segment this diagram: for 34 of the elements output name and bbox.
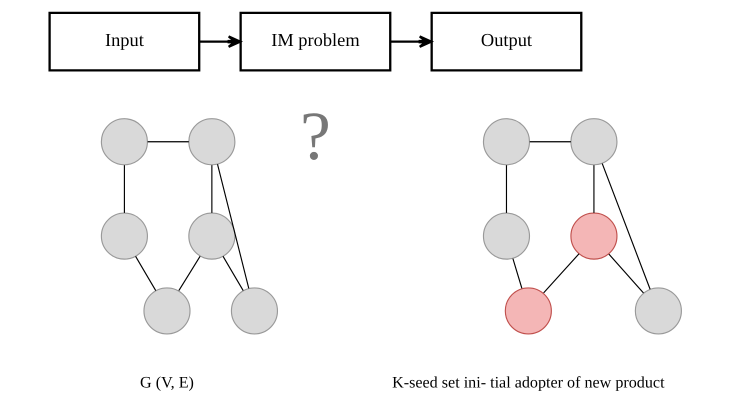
connector (148, 141, 189, 142)
connector (602, 163, 651, 290)
arrow (390, 35, 432, 48)
node-circle (504, 287, 552, 335)
connector (216, 164, 250, 288)
node-circle (634, 287, 682, 335)
node-circle (188, 118, 236, 166)
node-circle (570, 118, 618, 166)
label: K-seed set ini- tial adopter of new product (392, 374, 665, 392)
node-circle (100, 118, 148, 166)
connector (211, 165, 212, 213)
node-circle (482, 118, 530, 166)
connector (608, 254, 644, 294)
node-circle (143, 287, 191, 335)
connector (178, 256, 201, 291)
node-circle (570, 212, 618, 260)
connector (593, 165, 594, 213)
connector (512, 258, 522, 288)
label: G (V, E) (140, 374, 194, 392)
node-box: Output (430, 12, 582, 72)
node-circle (482, 212, 530, 260)
label: ? (300, 97, 331, 174)
node-box: IM problem (239, 12, 392, 72)
node-circle (100, 212, 148, 260)
connector (135, 256, 156, 291)
connector (506, 165, 508, 213)
node-box: Input (48, 12, 200, 72)
node-circle (188, 212, 236, 260)
connector (543, 253, 580, 294)
arrow (199, 35, 242, 48)
connector (530, 141, 571, 142)
connector (124, 165, 125, 213)
node-circle (230, 287, 278, 335)
connector (222, 256, 244, 291)
